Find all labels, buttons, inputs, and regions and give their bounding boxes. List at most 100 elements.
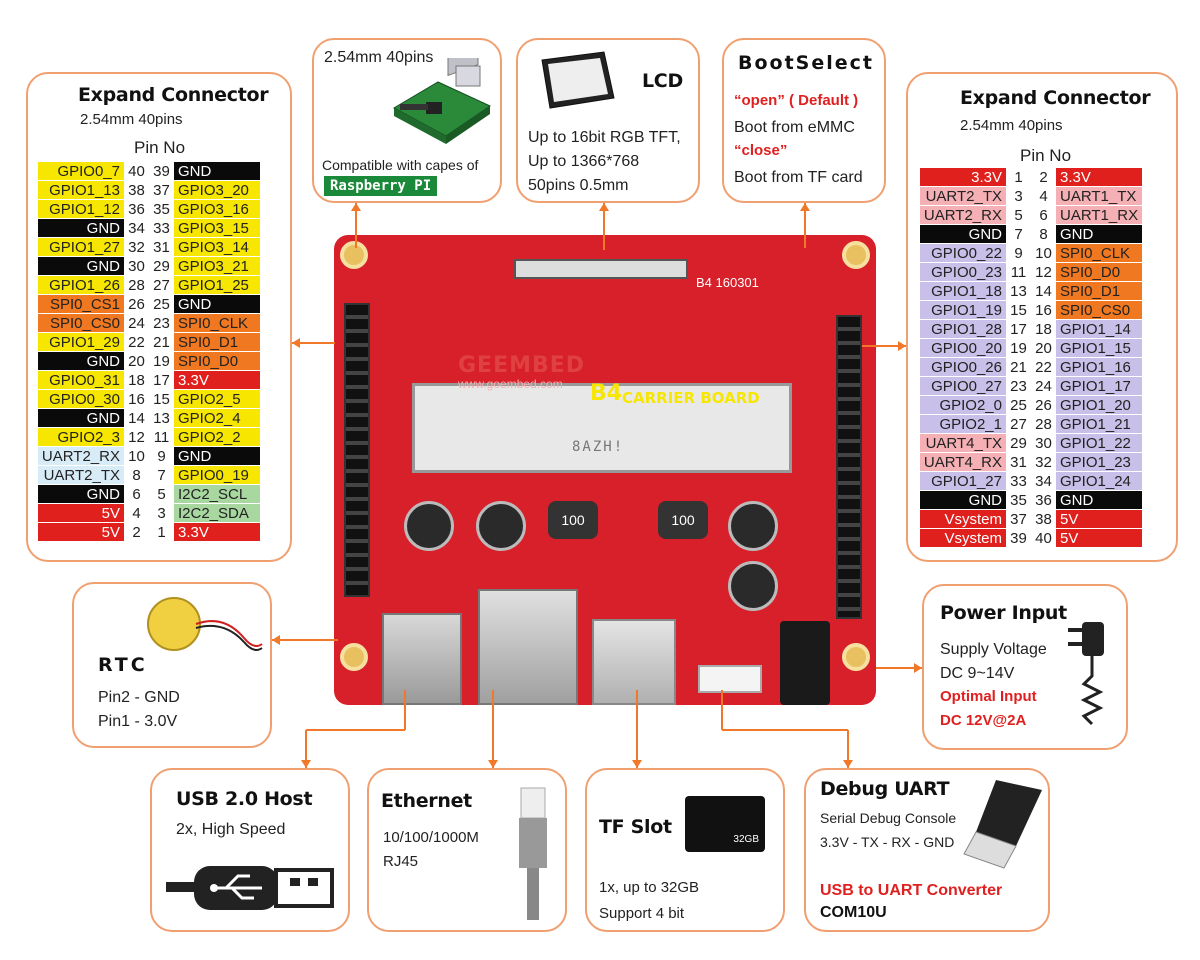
pin-signal-left: GPIO0_31 — [38, 371, 124, 389]
pin-signal-right: GPIO3_16 — [174, 200, 260, 218]
raspberry-pi-badge: Raspberry PI — [324, 176, 438, 196]
power-optimal-value: DC 12V@2A — [940, 712, 1027, 729]
pin-number-right: 35 — [153, 200, 170, 218]
left-pin-header: Pin No — [134, 138, 186, 157]
pin-signal-right: 3.3V — [174, 523, 260, 541]
pin-signal-left: GPIO0_26 — [920, 358, 1006, 376]
pin-number-right: 6 — [1039, 206, 1048, 224]
uart-converter-model: COM10U — [820, 904, 887, 921]
microsd-card-icon: 32GB — [685, 796, 765, 852]
pin-signal-right: GND — [174, 162, 260, 180]
board-url-text: www.goembed.com — [458, 377, 563, 391]
pin-signal-left: SPI0_CS0 — [38, 314, 124, 332]
pin-signal-right: GPIO1_16 — [1056, 358, 1142, 376]
ethernet-speed: 10/100/1000M — [383, 829, 479, 846]
pin-signal-left: GPIO1_26 — [38, 276, 124, 294]
capacitor — [728, 561, 778, 611]
pin-number-left: 29 — [1010, 434, 1027, 452]
b4-carrier-board: B4 160301 GEEMBED www.goembed.com B4 CAR… — [334, 235, 876, 705]
pin-number-left: 18 — [128, 371, 145, 389]
pin-signal-right: GPIO1_21 — [1056, 415, 1142, 433]
pin-signal-left: GND — [38, 219, 124, 237]
usb-plug-icon — [166, 866, 334, 910]
pin-signal-right: GPIO2_5 — [174, 390, 260, 408]
usb-title: USB 2.0 Host — [176, 788, 313, 810]
pin-number-right: 40 — [1035, 529, 1052, 547]
pin-number-left: 39 — [1010, 529, 1027, 547]
boot-open-desc: Boot from eMMC — [734, 119, 855, 136]
lcd-line-2: Up to 1366*768 — [528, 153, 640, 170]
inductor: 100 — [548, 501, 598, 539]
som-socket — [412, 383, 792, 473]
pin-signal-right: GPIO1_17 — [1056, 377, 1142, 395]
pin-number-left: 14 — [128, 409, 145, 427]
ethernet-port — [478, 589, 578, 705]
usb-description: 2x, High Speed — [176, 821, 286, 838]
board-mount-hole — [340, 241, 368, 269]
pin-signal-right: 5V — [1056, 510, 1142, 528]
right-expand-connector-panel: Expand Connector 2.54mm 40pins Pin No 3.… — [906, 72, 1178, 562]
pin-number-left: 10 — [128, 447, 145, 465]
pin-signal-right: GPIO2_4 — [174, 409, 260, 427]
pin-signal-left: GPIO0_20 — [920, 339, 1006, 357]
pin-number-right: 14 — [1035, 282, 1052, 300]
pin-signal-left: GPIO1_13 — [38, 181, 124, 199]
board-mount-hole — [842, 241, 870, 269]
board-title-carrier: CARRIER BOARD — [622, 389, 760, 407]
pin-signal-right: GPIO1_24 — [1056, 472, 1142, 490]
left-expand-connector-panel: Expand Connector 2.54mm 40pins Pin No GP… — [26, 72, 292, 562]
pin-signal-right: GPIO1_15 — [1056, 339, 1142, 357]
pin-number-right: 33 — [153, 219, 170, 237]
pin-number-left: 13 — [1010, 282, 1027, 300]
pin-signal-right: GND — [1056, 491, 1142, 509]
pin-number-left: 2 — [132, 523, 141, 541]
board-chip-text: 8AZH! — [572, 439, 625, 455]
pin-number-left: 40 — [128, 162, 145, 180]
rtc-battery-icon — [147, 597, 263, 651]
pin-number-right: 23 — [153, 314, 170, 332]
left-connector-title: Expand Connector — [78, 84, 269, 106]
power-voltage-range: DC 9~14V — [940, 665, 1015, 682]
pin-number-right: 11 — [153, 428, 170, 446]
rtc-pin1: Pin1 - 3.0V — [98, 713, 178, 730]
pin-signal-left: SPI0_CS1 — [38, 295, 124, 313]
tf-capacity: 1x, up to 32GB — [599, 879, 700, 896]
board-code-text: B4 160301 — [696, 275, 759, 290]
rtc-panel: RTC Pin2 - GND Pin1 - 3.0V — [72, 582, 272, 748]
pin-signal-right: SPI0_CLK — [1056, 244, 1142, 262]
dc-power-jack — [780, 621, 830, 705]
pin-signal-right: SPI0_CLK — [174, 314, 260, 332]
rpi-compatible-text: Compatible with capes of — [322, 157, 479, 173]
pin-signal-left: GPIO0_27 — [920, 377, 1006, 395]
pin-signal-right: GPIO3_20 — [174, 181, 260, 199]
pin-signal-left: GPIO0_23 — [920, 263, 1006, 281]
pin-number-left: 16 — [128, 390, 145, 408]
pin-number-right: 31 — [153, 238, 170, 256]
pin-signal-left: GPIO2_0 — [920, 396, 1006, 414]
pin-signal-left: 5V — [38, 523, 124, 541]
pin-number-right: 1 — [157, 523, 166, 541]
pin-number-right: 12 — [1035, 263, 1052, 281]
capacitor — [728, 501, 778, 551]
pin-signal-left: GND — [920, 491, 1006, 509]
pin-signal-right: GPIO1_20 — [1056, 396, 1142, 414]
pin-number-right: 22 — [1035, 358, 1052, 376]
pin-signal-right: GPIO3_14 — [174, 238, 260, 256]
pin-signal-left: GPIO0_30 — [38, 390, 124, 408]
pin-signal-right: I2C2_SDA — [174, 504, 260, 522]
pin-number-right: 39 — [153, 162, 170, 180]
pin-number-right: 37 — [153, 181, 170, 199]
